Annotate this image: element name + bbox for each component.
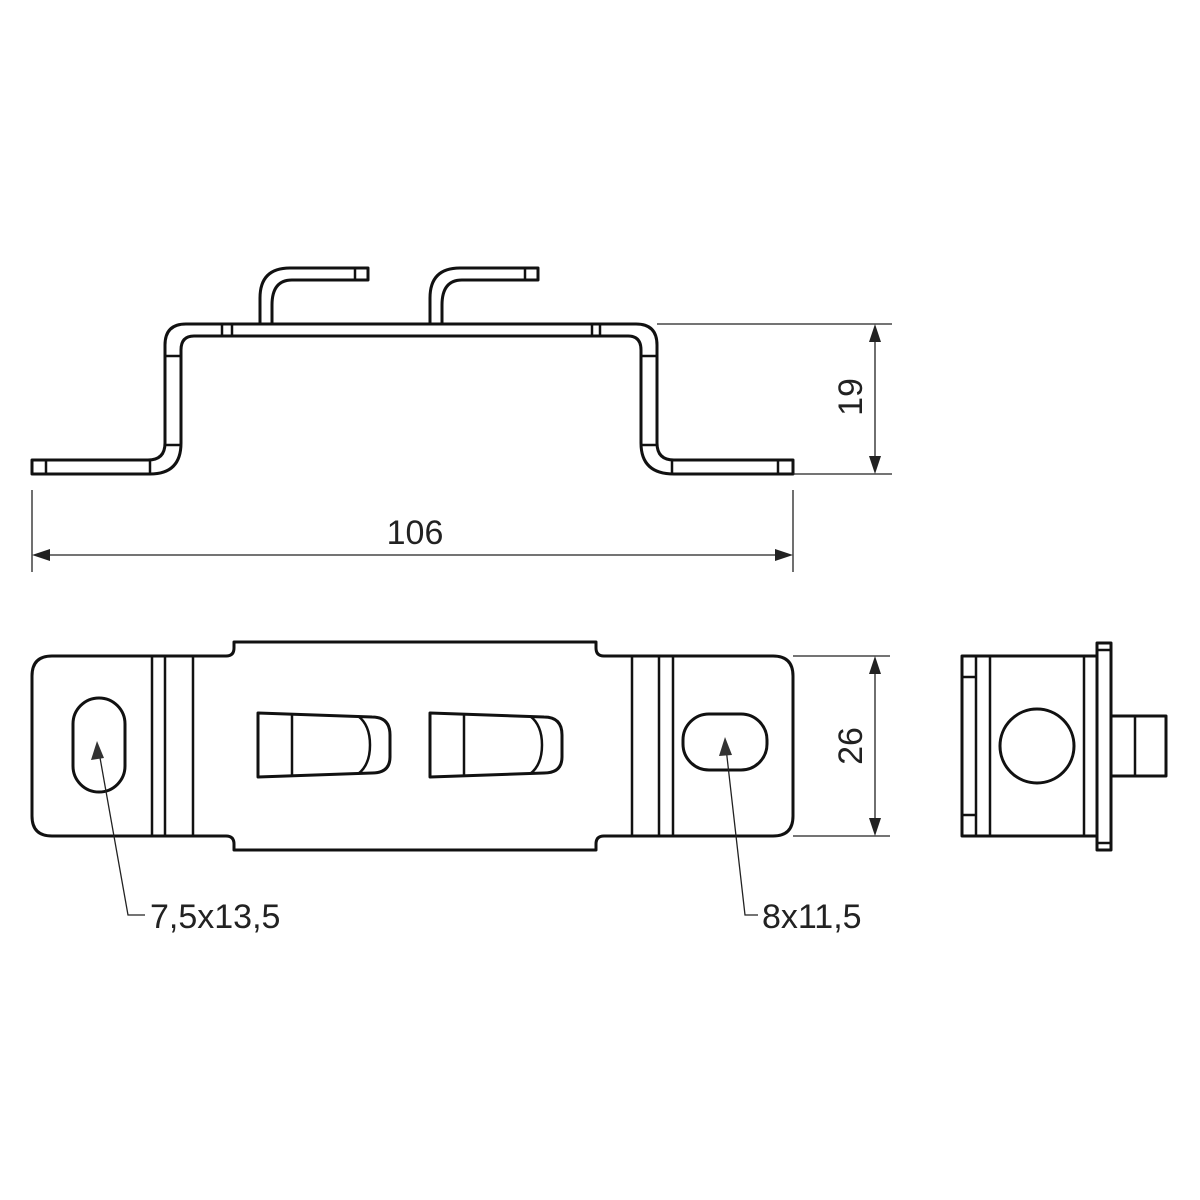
dimension-width: 26 xyxy=(793,655,890,837)
slot-left xyxy=(71,696,127,794)
side-hole xyxy=(998,707,1076,785)
callout-label-right: 8x11,5 xyxy=(762,898,862,936)
profile-view xyxy=(30,266,795,476)
dimension-height: 19 xyxy=(657,323,892,475)
side-hook xyxy=(1109,714,1168,778)
tab-left xyxy=(256,711,392,779)
side-view xyxy=(960,641,1168,852)
bracket-profile xyxy=(30,322,795,476)
hook-right xyxy=(428,266,540,328)
bracket-plan-outline xyxy=(30,640,795,852)
callout-right-slot: 8x11,5 xyxy=(719,737,862,936)
plan-view xyxy=(30,640,795,852)
dimension-label-width: 26 xyxy=(832,727,870,765)
dimension-label-length: 106 xyxy=(387,514,444,552)
callout-left-slot: 7,5x13,5 xyxy=(91,741,280,936)
callout-label-left: 7,5x13,5 xyxy=(150,898,280,936)
dimension-length: 106 xyxy=(31,490,794,572)
dimension-label-height: 19 xyxy=(832,378,870,416)
tab-right xyxy=(428,711,564,779)
hook-left xyxy=(258,266,370,328)
